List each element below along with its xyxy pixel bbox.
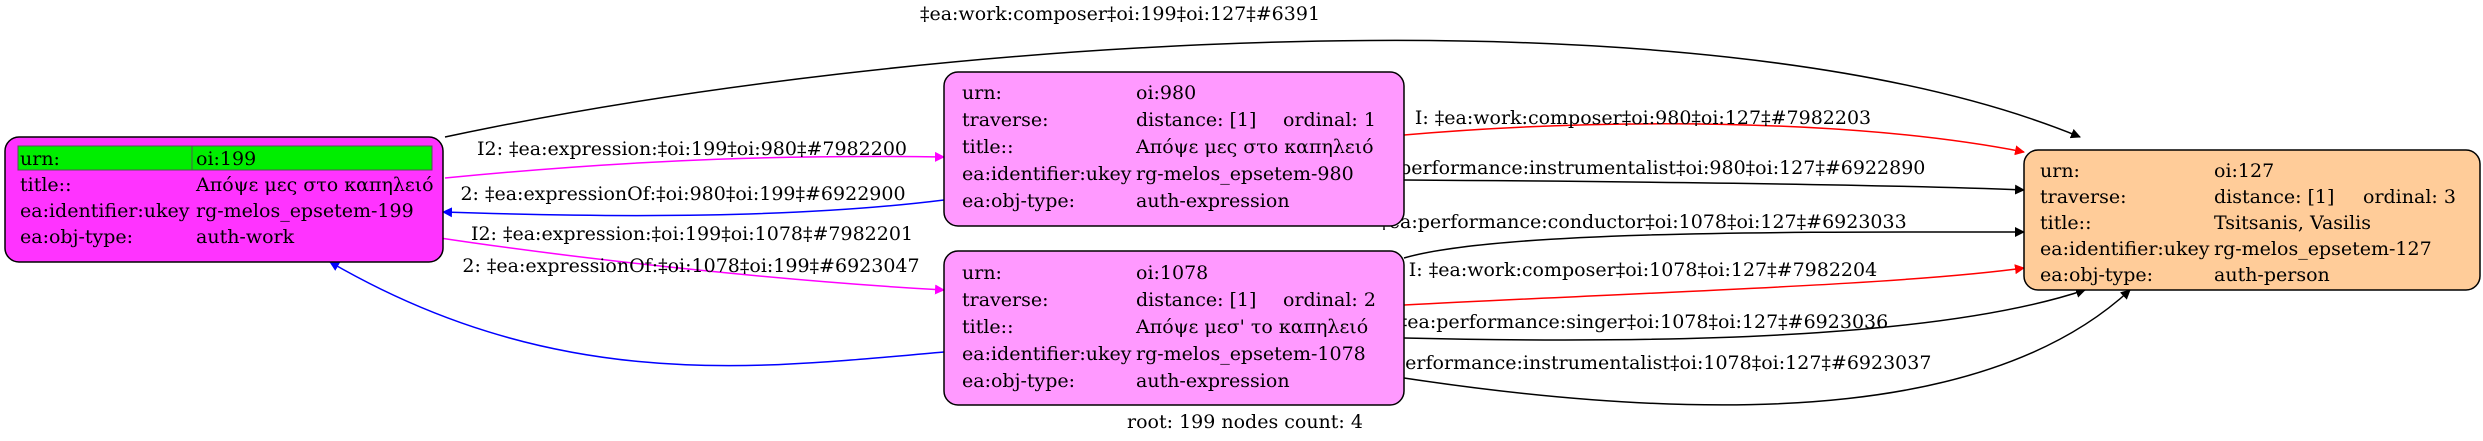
node-oi-127[interactable]: urn: oi:127 traverse: distance: [1] ordi… — [2023, 149, 2481, 291]
edge-label: ‡ea:work:composer‡oi:199‡oi:127‡#6391 — [920, 3, 1320, 25]
edge-199-1078-expression: I2: ‡ea:expression:‡oi:199‡oi:1078‡#7982… — [439, 223, 945, 295]
edge-199-127-composer: ‡ea:work:composer‡oi:199‡oi:127‡#6391 — [444, 3, 2081, 139]
edge-1078-127-singer: ‡ea:performance:singer‡oi:1078‡oi:127‡#6… — [1398, 288, 2086, 341]
row-extra: ordinal: 2 — [1283, 289, 1376, 311]
row-value: rg-melos_epsetem-980 — [1136, 163, 1354, 185]
edge-980-127-composer: I: ‡ea:work:composer‡oi:980‡oi:127‡#7982… — [1403, 107, 2025, 156]
root-highlight-key — [17, 145, 193, 171]
row-key: ea:obj-type: — [2040, 264, 2153, 286]
row-key: title:: — [962, 136, 1013, 158]
row-key: traverse: — [962, 289, 1049, 311]
row-value: auth-expression — [1136, 370, 1290, 392]
row-key: urn: — [962, 82, 1002, 104]
edge-label: I: ‡ea:work:composer‡oi:980‡oi:127‡#7982… — [1415, 107, 1871, 129]
row-key: title:: — [2040, 212, 2091, 234]
row-key: ea:obj-type: — [962, 370, 1075, 392]
row-key: ea:identifier:ukey — [2040, 238, 2210, 260]
row-value: rg-melos_epsetem-1078 — [1136, 343, 1366, 365]
row-key: traverse: — [2040, 186, 2127, 208]
row-key: ea:identifier:ukey — [20, 200, 190, 222]
edge-1078-199-expressionof: 2: ‡ea:expressionOf:‡oi:1078‡oi:199‡#692… — [329, 255, 945, 367]
row-key: urn: — [962, 262, 1002, 284]
edge-label: I2: ‡ea:expression:‡oi:199‡oi:1078‡#7982… — [471, 223, 913, 245]
root-highlight-value — [191, 145, 433, 171]
edge-1078-127-composer: I: ‡ea:work:composer‡oi:1078‡oi:127‡#798… — [1403, 259, 2025, 306]
row-value: rg-melos_epsetem-127 — [2214, 238, 2432, 260]
row-value: Tsitsanis, Vasilis — [2214, 212, 2371, 234]
edge-label: ‡ea:performance:instrumentalist‡oi:980‡o… — [1361, 157, 1926, 179]
row-key: ea:identifier:ukey — [962, 163, 1132, 185]
graph-footer: root: 199 nodes count: 4 — [1127, 411, 1363, 433]
row-value: auth-work — [196, 226, 295, 248]
row-value: oi:199 — [196, 148, 256, 170]
row-key: ea:identifier:ukey — [962, 343, 1132, 365]
row-key: title:: — [20, 174, 71, 196]
node-oi-980[interactable]: urn: oi:980 traverse: distance: [1] ordi… — [943, 71, 1405, 227]
edge-label: ‡ea:performance:singer‡oi:1078‡oi:127‡#6… — [1398, 311, 1888, 333]
row-key: ea:obj-type: — [962, 190, 1075, 212]
row-value: distance: [1] — [1136, 289, 1256, 311]
row-key: urn: — [2040, 160, 2080, 182]
row-value: distance: [1] — [2214, 186, 2334, 208]
node-oi-1078[interactable]: urn: oi:1078 traverse: distance: [1] ord… — [943, 250, 1405, 406]
edge-label: ‡ea:performance:conductor‡oi:1078‡oi:127… — [1379, 211, 1906, 233]
row-extra: ordinal: 3 — [2363, 186, 2456, 208]
edge-label: 2: ‡ea:expressionOf:‡oi:980‡oi:199‡#6922… — [460, 183, 905, 205]
row-extra: ordinal: 1 — [1283, 109, 1376, 131]
row-value: oi:1078 — [1136, 262, 1208, 284]
edge-980-199-expressionof: 2: ‡ea:expressionOf:‡oi:980‡oi:199‡#6922… — [442, 183, 945, 218]
row-value: oi:127 — [2214, 160, 2274, 182]
edge-label: ‡ea:performance:instrumentalist‡oi:1078‡… — [1355, 352, 1932, 374]
edge-199-980-expression: I2: ‡ea:expression:‡oi:199‡oi:980‡#79822… — [444, 138, 945, 179]
edge-980-127-instrumentalist: ‡ea:performance:instrumentalist‡oi:980‡o… — [1361, 157, 2025, 195]
row-value: Απόψε μες στο καπηλειό — [195, 174, 434, 196]
node-oi-199[interactable]: urn: oi:199 title:: Απόψε μες στο καπηλε… — [4, 136, 444, 263]
row-key: urn: — [20, 148, 60, 170]
row-value: Απόψε μεσ' το καπηλειό — [1135, 316, 1368, 338]
row-value: rg-melos_epsetem-199 — [196, 200, 414, 222]
row-key: traverse: — [962, 109, 1049, 131]
row-value: auth-person — [2214, 264, 2330, 286]
row-value: oi:980 — [1136, 82, 1196, 104]
row-value: auth-expression — [1136, 190, 1290, 212]
edge-label: I: ‡ea:work:composer‡oi:1078‡oi:127‡#798… — [1409, 259, 1877, 281]
edge-label: 2: ‡ea:expressionOf:‡oi:1078‡oi:199‡#692… — [462, 255, 919, 277]
row-value: Απόψε μες στο καπηλειό — [1135, 136, 1374, 158]
row-key: title:: — [962, 316, 1013, 338]
edge-1078-127-conductor: ‡ea:performance:conductor‡oi:1078‡oi:127… — [1379, 211, 2025, 259]
row-key: ea:obj-type: — [20, 226, 133, 248]
row-value: distance: [1] — [1136, 109, 1256, 131]
edge-1078-127-instrumentalist: ‡ea:performance:instrumentalist‡oi:1078‡… — [1355, 289, 2131, 406]
edge-label: I2: ‡ea:expression:‡oi:199‡oi:980‡#79822… — [477, 138, 907, 160]
